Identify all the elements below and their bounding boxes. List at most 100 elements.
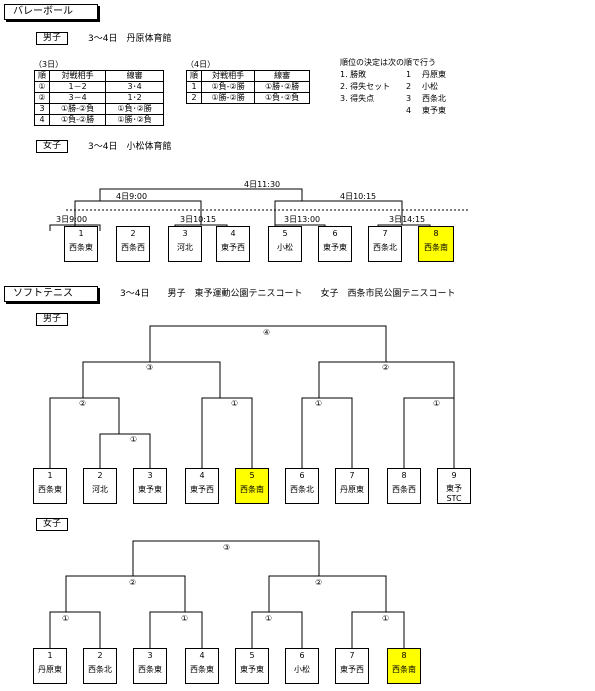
round-label: ④	[263, 328, 271, 337]
team-name: 西条東	[69, 243, 93, 252]
team-box: 3 河北	[168, 226, 202, 262]
ranking-criterion: 3. 得失点	[340, 94, 375, 103]
ranking-team: 東予東	[422, 106, 446, 115]
team-box-highlighted: 8 西条南	[387, 648, 421, 684]
round-label: ③	[146, 363, 154, 372]
team-box: 3 西条東	[133, 648, 167, 684]
team-name: 西条北	[290, 485, 314, 494]
team-name: 西条南	[240, 485, 264, 494]
table-row: 2 ①勝-②勝 ①負･②負	[186, 92, 310, 104]
team-number: 9	[451, 471, 457, 480]
table-header-row: 順 対戦相手 線審	[186, 70, 310, 82]
ranking-team: 西条北	[422, 94, 446, 103]
vb-time-q2: 3日10:15	[180, 215, 217, 224]
round-label: ①	[315, 399, 323, 408]
team-number: 2	[130, 229, 136, 238]
vb-time-semi-right: 4日10:15	[340, 192, 377, 201]
team-name: 東予 STC	[446, 484, 462, 503]
team-number: 6	[299, 471, 305, 480]
team-box: 9 東予 STC	[437, 468, 471, 504]
ranking-criterion: 2. 得失セット	[340, 82, 391, 91]
round-label: ①	[265, 614, 273, 623]
team-number: 6	[299, 651, 305, 660]
team-box: 6 東予東	[318, 226, 352, 262]
team-box: 8 西条西	[387, 468, 421, 504]
team-number: 2	[97, 651, 103, 660]
team-name: 西条東	[190, 665, 214, 674]
team-number: 7	[382, 229, 388, 238]
team-number: 4	[199, 651, 205, 660]
team-box: 2 西条西	[116, 226, 150, 262]
softtennis-men-tag-label: 男子	[42, 314, 61, 324]
round-label: ①	[181, 614, 189, 623]
team-box-highlighted: 5 西条南	[235, 468, 269, 504]
volleyball-women-info: 3～4日 小松体育館	[88, 142, 172, 152]
team-box: 1 西条東	[33, 468, 67, 504]
team-number: 8	[401, 471, 407, 480]
team-name: 丹原東	[38, 665, 62, 674]
softtennis-info: 3～4日 男子 東予運動公園テニスコート 女子 西条市民公園テニスコート	[120, 289, 456, 299]
ranking-place: 4	[406, 106, 412, 115]
softtennis-section-title: ソフトテニス	[4, 286, 98, 302]
cell: ①勝･②負	[105, 114, 164, 126]
volleyball-men-tag: 男子	[36, 32, 68, 45]
cell: ①負-②勝	[48, 114, 107, 126]
table-row: ② 3－4 1･2	[34, 92, 164, 104]
team-number: 8	[401, 651, 407, 660]
volleyball-women-tag-label: 女子	[42, 141, 61, 151]
volleyball-men-tag-label: 男子	[42, 33, 61, 43]
round-label: ②	[79, 399, 87, 408]
team-name: 西条南	[424, 243, 448, 252]
team-box: 2 西条北	[83, 648, 117, 684]
round-label: ②	[315, 578, 323, 587]
ranking-team: 小松	[422, 82, 438, 91]
vb-time-semi-left: 4日9:00	[116, 192, 148, 201]
team-box: 6 西条北	[285, 468, 319, 504]
team-box: 6 小松	[285, 648, 319, 684]
round-label: ②	[382, 363, 390, 372]
team-number: 4	[230, 229, 236, 238]
team-number: 1	[47, 651, 53, 660]
cell: ①勝-②勝	[200, 92, 256, 104]
round-label: ③	[223, 543, 231, 552]
team-name: 小松	[294, 665, 310, 674]
softtennis-men-tag: 男子	[36, 313, 68, 326]
team-box-highlighted: 8 西条南	[418, 226, 454, 262]
softtennis-women-tag-label: 女子	[42, 519, 61, 529]
team-name: 小松	[277, 243, 293, 252]
team-number: 3	[147, 471, 153, 480]
ranking-team: 丹原東	[422, 70, 446, 79]
round-label: ①	[62, 614, 70, 623]
team-number: 3	[182, 229, 188, 238]
team-name: 西条東	[38, 485, 62, 494]
vb-time-q3: 3日13:00	[284, 215, 321, 224]
round-label: ①	[231, 399, 239, 408]
team-name: 東予東	[138, 485, 162, 494]
team-number: 5	[249, 471, 255, 480]
team-number: 3	[147, 651, 153, 660]
round-label: ①	[433, 399, 441, 408]
day4-caption: （4日）	[186, 60, 216, 69]
table-header-row: 順 対戦相手 線審	[34, 70, 164, 82]
team-box: 3 東予東	[133, 468, 167, 504]
team-box: 7 西条北	[368, 226, 402, 262]
team-name: 西条南	[392, 665, 416, 674]
team-name: 東予西	[190, 485, 214, 494]
team-box: 4 東予西	[216, 226, 250, 262]
table-row: 4 ①負-②勝 ①勝･②負	[34, 114, 164, 126]
team-number: 6	[332, 229, 338, 238]
team-number: 2	[97, 471, 103, 480]
vb-time-final: 4日11:30	[244, 180, 281, 189]
day3-caption: （3日）	[34, 60, 64, 69]
team-box: 7 丹原東	[335, 468, 369, 504]
team-name: 西条北	[373, 243, 397, 252]
team-name: 西条西	[392, 485, 416, 494]
volleyball-title: バレーボール	[13, 6, 73, 17]
team-box: 5 小松	[268, 226, 302, 262]
day4-schedule-table: 順 対戦相手 線審 1 ①負-②勝 ①勝･②勝 2 ①勝-②勝 ①負･②負	[186, 70, 310, 104]
team-number: 7	[349, 651, 355, 660]
vb-time-q1: 3日9:00	[56, 215, 88, 224]
round-label: ①	[130, 435, 138, 444]
